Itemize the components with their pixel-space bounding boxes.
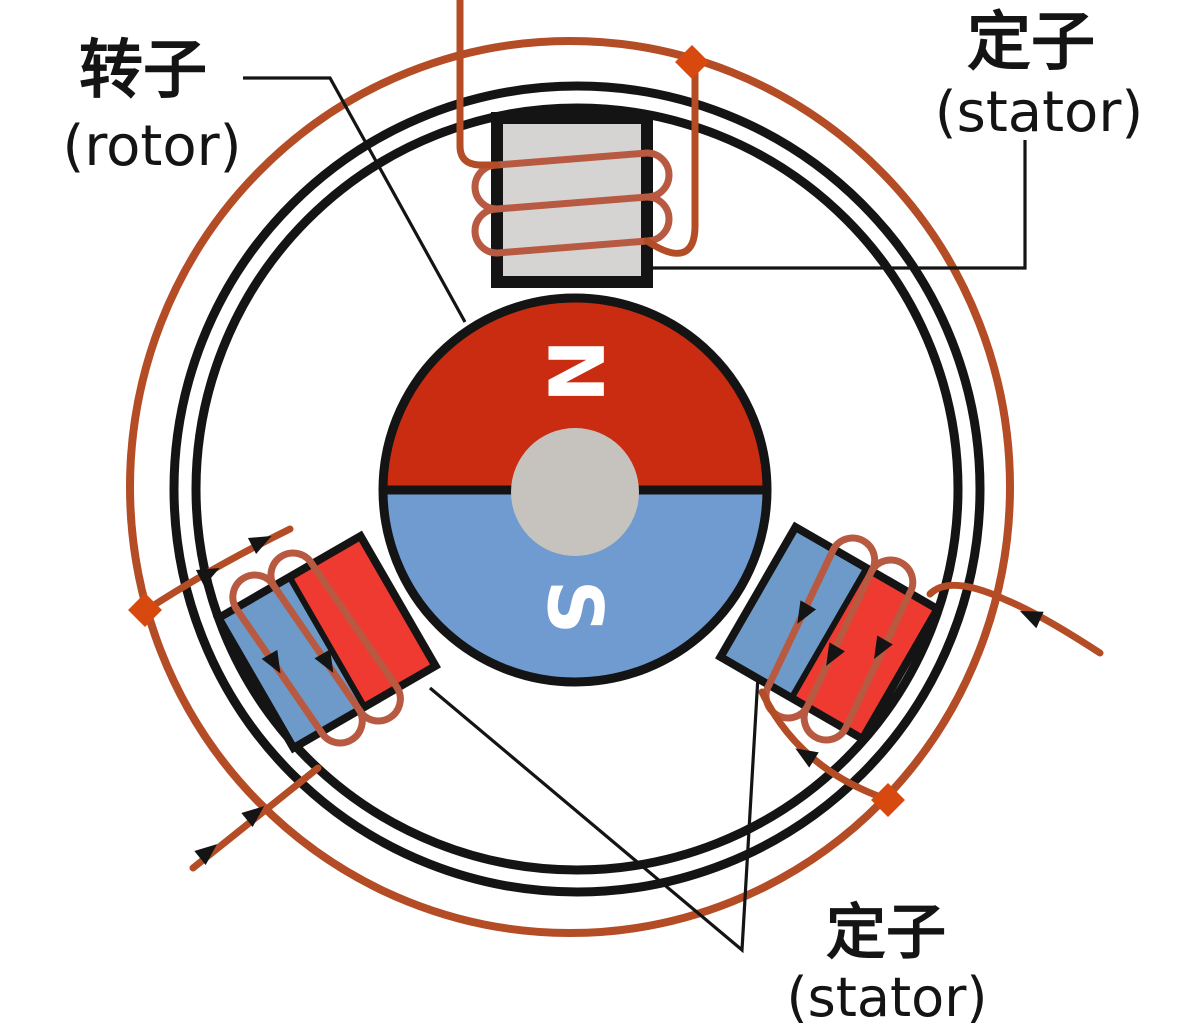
phase-return-top (643, 60, 699, 257)
stator-bottom-label-zh: 定子 (826, 898, 946, 968)
stator-bl-pole-divider (286, 575, 368, 709)
rotor: N S (378, 293, 772, 687)
rotor-shaft (511, 428, 639, 556)
leader-stator-top (650, 140, 1027, 270)
stator-br-pole-blue (720, 527, 867, 698)
stator-br-pole-outline (715, 521, 943, 745)
stator-bl-pole-blue (218, 577, 365, 748)
stator-bottom-label-en: (stator) (787, 966, 988, 1024)
leader-stator-bottom (428, 675, 760, 954)
stator-frame-inner-ring (191, 103, 963, 875)
stator-frame-outer-ring (169, 81, 985, 897)
rotor-north-pole (383, 298, 767, 490)
stator-bottom-left (213, 530, 441, 754)
stator-bl-pole-outline (213, 530, 441, 754)
phase-lead-bottom-right (926, 581, 1104, 657)
phase-wire-ring (126, 37, 1014, 937)
rotor-outline (378, 293, 772, 687)
stator-br-pole-divider (788, 566, 870, 700)
rotor-label-zh: 转子 (79, 34, 207, 108)
rotor-south-letter: S (531, 580, 620, 635)
phase-lead-top (456, 0, 501, 169)
stator-top (471, 112, 673, 288)
stator-top-label-en: (stator) (935, 80, 1143, 145)
stator-top-label-zh: 定子 (967, 6, 1095, 80)
stator-top-winding-crossings (493, 149, 651, 257)
rotor-north-letter: N (531, 339, 620, 403)
rotor-label-en: (rotor) (63, 114, 242, 179)
leader-rotor (243, 76, 467, 323)
stator-bl-winding-left-loops (317, 684, 404, 747)
stator-br-winding-left-loops (830, 534, 917, 597)
stator-bl-winding-right-loops (229, 549, 316, 612)
stator-top-winding-right-loops (643, 149, 673, 245)
